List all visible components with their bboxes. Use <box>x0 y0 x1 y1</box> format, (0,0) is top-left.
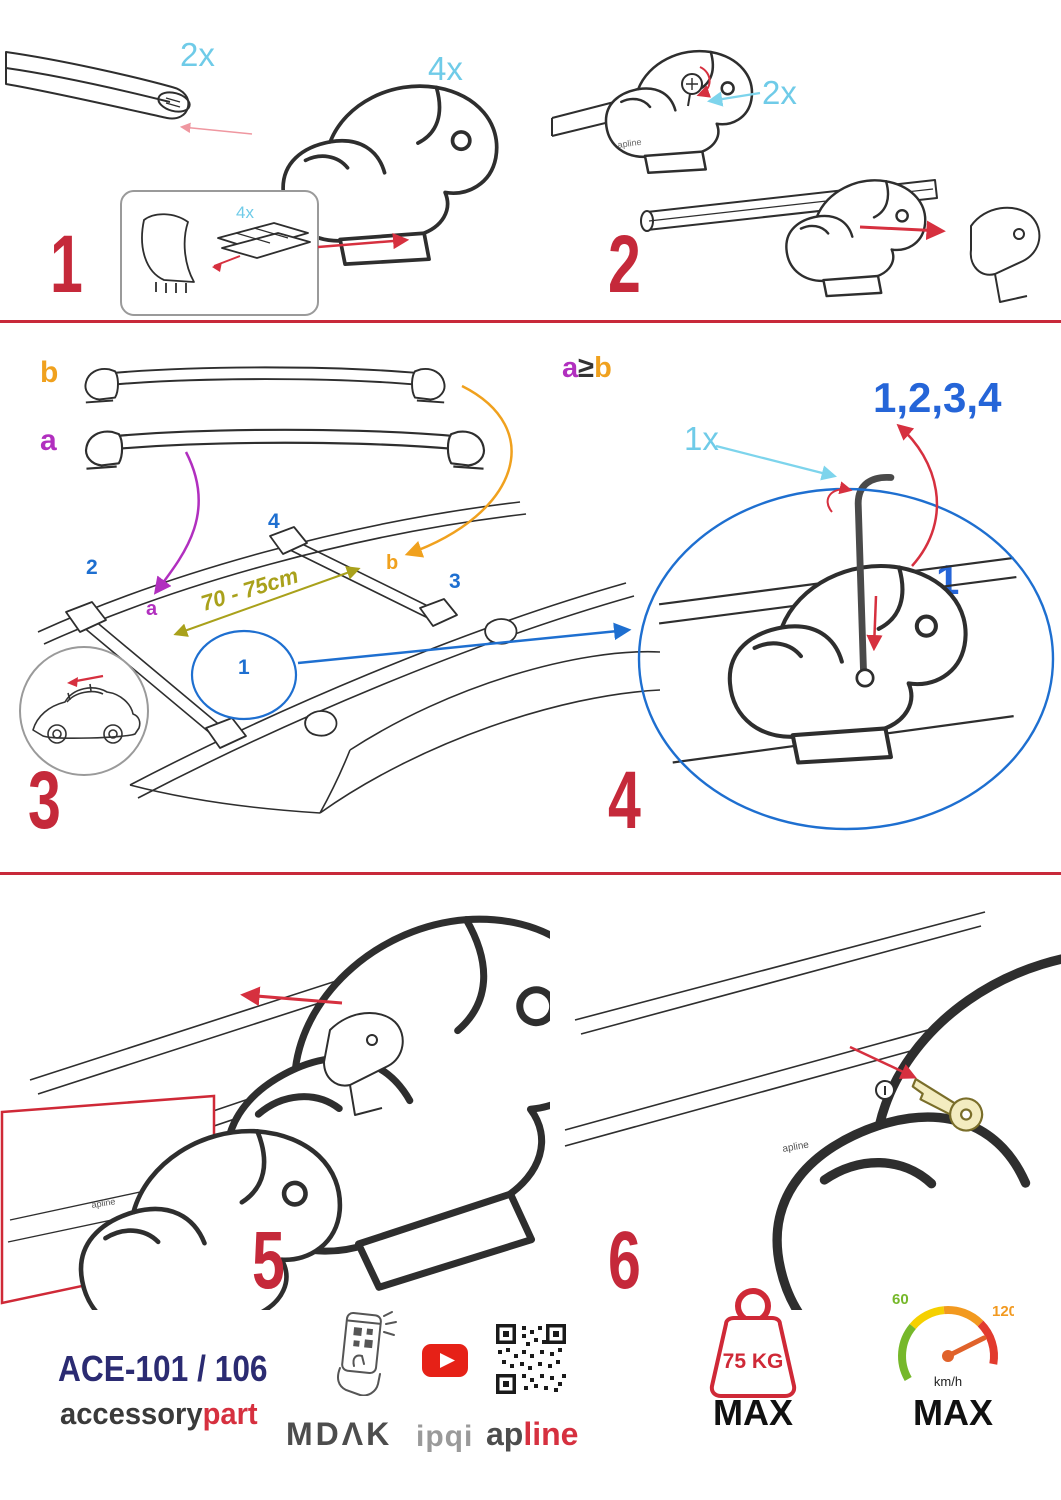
step1-foot-quantity: 4x <box>428 50 463 87</box>
roof-position-3: 3 <box>449 570 461 593</box>
roof-position-4: 4 <box>268 510 280 533</box>
apline-logo-small: apline <box>782 1139 811 1155</box>
step1-number: 1 <box>50 219 83 310</box>
step4-number: 4 <box>608 755 641 846</box>
condition-label: a≥b <box>562 352 612 385</box>
foot-mount-illustration-step5: apline <box>0 890 550 1310</box>
section-divider-2 <box>0 872 1061 875</box>
roof-position-b: b <box>386 552 399 574</box>
ipqi-logo: ipqi <box>416 1420 474 1453</box>
speed-max-label: MAX <box>913 1392 993 1433</box>
roof-position-1: 1 <box>238 656 250 679</box>
speed-unit-label: km/h <box>934 1374 962 1389</box>
condition-operator: ≥ <box>578 352 595 384</box>
apline-logo: apline <box>486 1416 578 1453</box>
step3-number: 3 <box>28 755 61 846</box>
step5-number: 5 <box>252 1215 285 1306</box>
crossbar-profile-illustration <box>5 51 191 120</box>
apline-logo-small: apline <box>91 1196 116 1210</box>
rubber-pad-illustration: 4x <box>141 203 311 293</box>
sequence-label: 1,2,3,4 <box>873 374 1002 421</box>
brand-part: part <box>202 1396 258 1431</box>
foot-tighten-illustration-step4 <box>658 474 1017 775</box>
max-weight-icon: 75 KG <box>709 1288 797 1398</box>
section-divider-1 <box>0 320 1061 323</box>
weight-value: 75 KG <box>723 1350 784 1373</box>
roof-position-a: a <box>146 598 158 620</box>
phone-scan-icon <box>337 1311 397 1396</box>
apline-ap: ap <box>486 1416 524 1452</box>
speed-low-label: 60 <box>892 1291 909 1308</box>
crossbar-a-illustration <box>80 414 490 478</box>
step1-bar-quantity: 2x <box>180 36 215 73</box>
roof-position-2: 2 <box>86 556 98 579</box>
brand-accessory: accessory <box>60 1396 203 1431</box>
step2-knob-quantity: 2x <box>762 74 797 111</box>
condition-a: a <box>562 352 579 384</box>
car-side-inset-illustration <box>19 646 149 776</box>
brand-wordmark: accessorypart <box>60 1396 258 1432</box>
apline-logo-small: apline <box>617 137 642 150</box>
foot-lock-illustration-step6: apline <box>564 911 1061 1310</box>
speed-high-label: 120 <box>992 1303 1014 1320</box>
bar-a-label: a <box>40 424 57 457</box>
step4-key-quantity: 1x <box>684 420 719 457</box>
mdak-logo: MDΛK <box>286 1416 393 1452</box>
bar-attach-illustration-step2 <box>640 179 1041 303</box>
hexkey-quantity-arrow <box>715 444 837 481</box>
step2-number: 2 <box>608 219 641 310</box>
youtube-icon <box>422 1344 468 1377</box>
speedometer-icon: 60 120 km/h <box>892 1291 1014 1389</box>
rubber-pad-inset: 4x <box>120 190 319 316</box>
model-number: ACE-101 / 106 <box>58 1348 268 1389</box>
weight-max-label: MAX <box>713 1392 793 1433</box>
pad-quantity: 4x <box>236 203 254 222</box>
hexkey-rotate-arrow <box>826 481 853 513</box>
qr-code <box>496 1324 566 1394</box>
crossbar-b-illustration <box>80 352 450 412</box>
bar-b-label: b <box>40 356 59 389</box>
condition-b: b <box>594 352 612 384</box>
step6-number: 6 <box>608 1215 641 1306</box>
apline-line: line <box>523 1416 579 1452</box>
